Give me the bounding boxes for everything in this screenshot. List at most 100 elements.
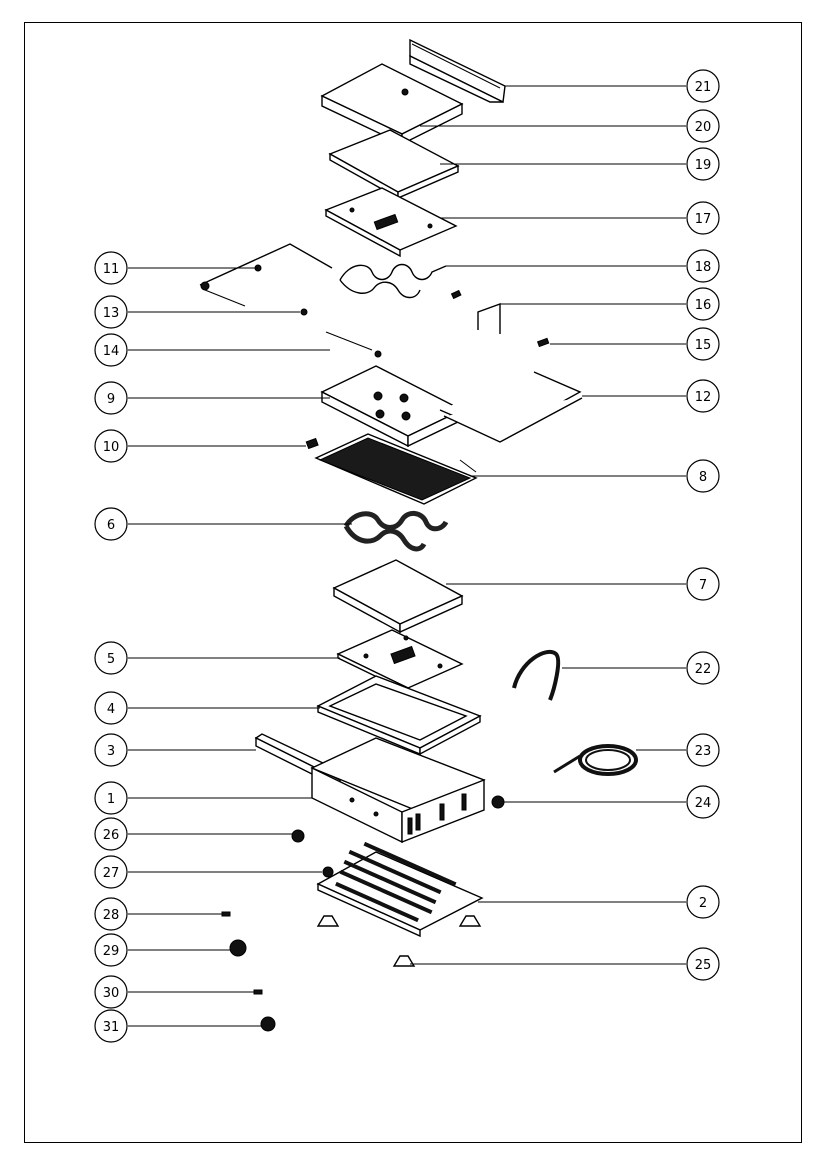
callout-8: 8 <box>686 459 720 493</box>
callout-circle <box>686 147 720 181</box>
callout-circle <box>94 855 128 889</box>
callout-circle <box>686 69 720 103</box>
part-8-grid <box>314 433 478 505</box>
part-11-bracket <box>199 243 333 307</box>
part-18-element <box>339 263 447 299</box>
callout-21: 21 <box>686 69 720 103</box>
callout-label: 30 <box>103 986 120 1001</box>
callout-circle <box>686 885 720 919</box>
callout-circle <box>686 109 720 143</box>
callout-circle <box>686 459 720 493</box>
callout-label: 19 <box>695 158 712 173</box>
callout-label: 4 <box>107 702 115 717</box>
callout-circle <box>94 1009 128 1043</box>
callout-4: 4 <box>94 691 128 725</box>
callout-label: 7 <box>699 578 707 593</box>
part-15-pin <box>536 337 550 348</box>
callout-28: 28 <box>94 897 128 931</box>
callout-circle <box>686 651 720 685</box>
callout-circle <box>686 327 720 361</box>
callout-circle <box>686 785 720 819</box>
callout-11: 11 <box>94 251 128 285</box>
callout-label: 20 <box>695 120 712 135</box>
callout-label: 28 <box>103 908 120 923</box>
callout-15: 15 <box>686 327 720 361</box>
callout-31: 31 <box>94 1009 128 1043</box>
callout-circle <box>686 379 720 413</box>
callout-circle <box>686 249 720 283</box>
callout-circle <box>94 897 128 931</box>
callout-label: 8 <box>699 470 707 485</box>
part-6-element <box>343 511 449 552</box>
part-2-bottom-plate <box>316 841 484 938</box>
callout-circle <box>94 333 128 367</box>
callout-9: 9 <box>94 381 128 415</box>
part-21-rail <box>409 38 506 104</box>
part-30-screw <box>253 989 263 995</box>
callout-19: 19 <box>686 147 720 181</box>
callout-22: 22 <box>686 651 720 685</box>
callout-label: 22 <box>695 662 712 677</box>
part-14-rod <box>325 331 382 358</box>
callout-3: 3 <box>94 733 128 767</box>
callout-14: 14 <box>94 333 128 367</box>
part-12-bracket <box>439 371 583 443</box>
callout-label: 6 <box>107 518 115 533</box>
callout-label: 31 <box>103 1020 120 1035</box>
callout-27: 27 <box>94 855 128 889</box>
callout-label: 29 <box>103 944 120 959</box>
part-24-knob <box>491 795 505 809</box>
callout-25: 25 <box>686 947 720 981</box>
callout-label: 17 <box>695 212 712 227</box>
part-27-screw <box>322 866 334 878</box>
callout-20: 20 <box>686 109 720 143</box>
callout-circle <box>686 287 720 321</box>
parts-illustration <box>199 38 638 1032</box>
callout-label: 15 <box>695 338 712 353</box>
callout-5: 5 <box>94 641 128 675</box>
callout-16: 16 <box>686 287 720 321</box>
part-5-plate <box>336 629 464 694</box>
part-16-clip <box>477 303 501 334</box>
part-26-knob <box>291 829 305 843</box>
callout-label: 3 <box>107 744 115 759</box>
callout-label: 23 <box>695 744 712 759</box>
callout-6: 6 <box>94 507 128 541</box>
callout-7: 7 <box>686 567 720 601</box>
callout-circle <box>94 295 128 329</box>
callout-label: 16 <box>695 298 712 313</box>
part-13-screw <box>300 308 308 316</box>
callout-26: 26 <box>94 817 128 851</box>
part-28-screw <box>221 911 231 917</box>
callout-circle <box>94 429 128 463</box>
callout-label: 12 <box>695 390 712 405</box>
part-9-housing <box>320 365 464 448</box>
part-18-nut <box>450 289 462 300</box>
callout-label: 21 <box>695 80 712 95</box>
callout-24: 24 <box>686 785 720 819</box>
part-7-slab <box>332 559 464 634</box>
callout-circle <box>94 817 128 851</box>
callout-label: 9 <box>107 392 115 407</box>
callout-circle <box>94 641 128 675</box>
callout-circle <box>94 733 128 767</box>
part-22-cable <box>512 650 561 701</box>
callout-1: 1 <box>94 781 128 815</box>
callout-23: 23 <box>686 733 720 767</box>
callout-circle <box>94 381 128 415</box>
callout-circle <box>686 567 720 601</box>
callout-circle <box>94 933 128 967</box>
part-10-fitting <box>305 437 319 450</box>
callout-label: 2 <box>699 896 707 911</box>
part-1-base <box>310 737 486 844</box>
callout-label: 25 <box>695 958 712 973</box>
callout-label: 24 <box>695 796 712 811</box>
callout-circle <box>94 691 128 725</box>
callout-label: 14 <box>103 344 120 359</box>
leader-lines <box>128 85 686 1027</box>
callout-label: 5 <box>107 652 115 667</box>
part-20-lid <box>320 63 464 146</box>
callout-2: 2 <box>686 885 720 919</box>
